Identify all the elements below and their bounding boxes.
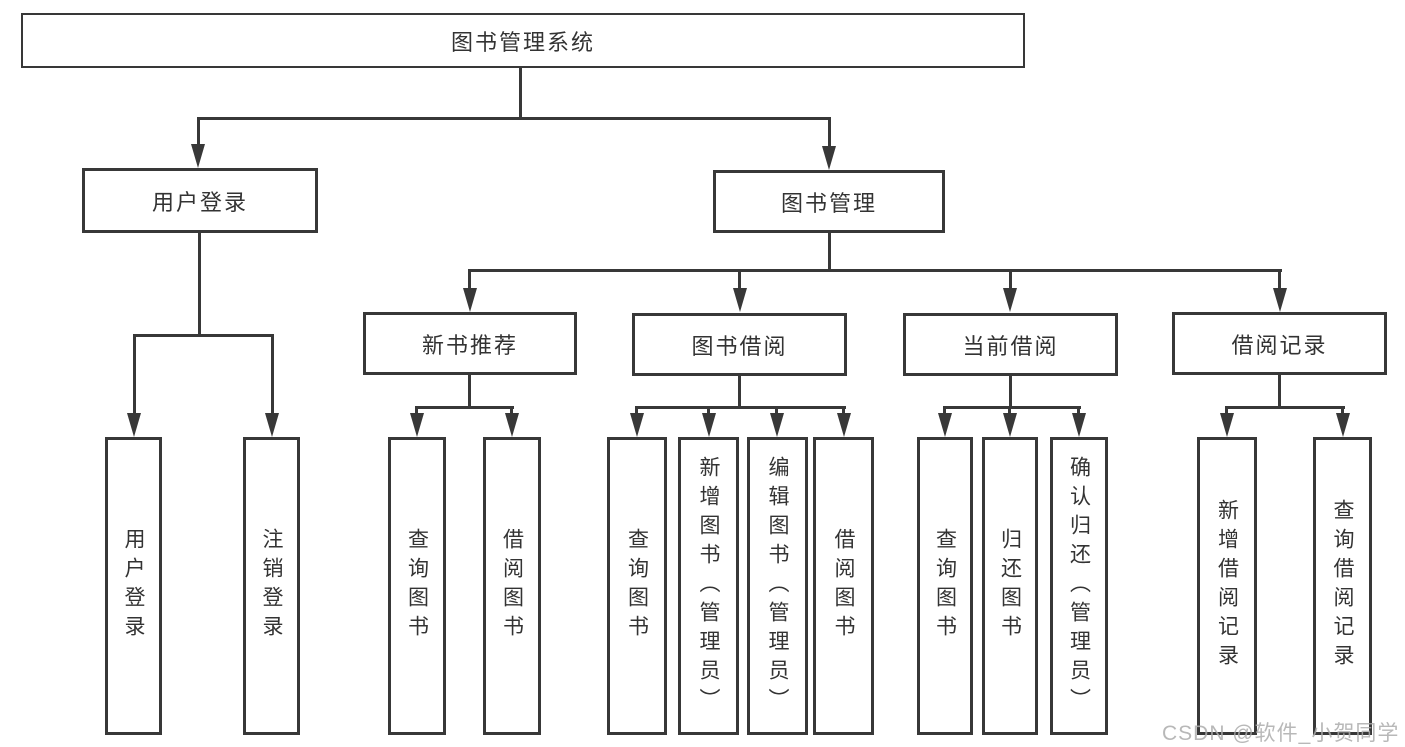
connector-drop-user-login [197, 117, 200, 149]
connector-drop-borrow1 [510, 406, 513, 418]
node-borrowing-records: 借阅记录 [1172, 312, 1387, 375]
node-leaf-query-borrow-record: 查询借阅记录 [1313, 437, 1372, 735]
connector-newbooks-bus [415, 406, 514, 409]
node-label: 图书管理 [780, 190, 877, 216]
connector-level2-bus [197, 117, 831, 120]
arrowhead-queryrec [1336, 413, 1350, 437]
connector-drop-addrec [1225, 406, 1228, 418]
connector-mgmt-stem [828, 233, 831, 272]
node-label: 查询图书 [405, 528, 429, 644]
connector-newbooks-stem [468, 375, 471, 409]
connector-current-bus [943, 406, 1081, 409]
node-label: 用户登录 [122, 528, 145, 644]
node-leaf-query-books-3: 查询图书 [917, 437, 973, 735]
node-label: 图书管理系统 [450, 29, 595, 55]
node-user-login-group: 用户登录 [82, 168, 318, 233]
node-label: 借阅图书 [500, 528, 524, 644]
node-label: 归还图书 [998, 528, 1022, 644]
arrowhead-book-mgmt [822, 146, 836, 170]
connector-drop-query3 [943, 406, 946, 418]
connector-drop-query2 [635, 406, 638, 418]
connector-drop-edit-books [775, 406, 778, 418]
csdn-watermark: CSDN @软件_小贺同学 [1162, 722, 1400, 745]
arrowhead-return [1003, 413, 1017, 437]
node-label: 图书借阅 [691, 333, 788, 359]
arrowhead-leaf-user-login [127, 413, 141, 437]
node-new-book-recommend: 新书推荐 [363, 312, 577, 375]
connector-level3-bus [468, 269, 1282, 272]
node-label: 借阅记录 [1231, 332, 1328, 358]
node-current-borrowing: 当前借阅 [903, 313, 1118, 376]
arrowhead-current [1003, 288, 1017, 312]
node-label: 新增借阅记录 [1215, 499, 1239, 673]
arrowhead-borrowing [733, 288, 747, 312]
node-leaf-confirm-return-admin: 确认归还（管理员） [1050, 437, 1108, 735]
node-label: 查询借阅记录 [1331, 499, 1354, 673]
node-label: 编辑图书（管理员） [766, 455, 789, 717]
connector-drop-queryrec [1341, 406, 1344, 418]
node-book-borrowing: 图书借阅 [632, 313, 847, 376]
node-label: 借阅图书 [832, 528, 855, 644]
connector-drop-borrow2 [842, 406, 845, 418]
node-label: 当前借阅 [962, 333, 1059, 359]
connector-current-stem [1009, 376, 1012, 409]
connector-drop-leaf-user-login [133, 334, 136, 415]
arrowhead-user-login [191, 144, 205, 168]
node-leaf-query-books-1: 查询图书 [388, 437, 446, 735]
node-label: 新增图书（管理员） [697, 455, 720, 717]
node-leaf-edit-books-admin: 编辑图书（管理员） [747, 437, 808, 735]
node-label: 查询图书 [625, 528, 649, 644]
connector-drop-current [1009, 269, 1012, 291]
connector-drop-confirm [1077, 406, 1080, 418]
connector-drop-leaf-logout [271, 334, 274, 415]
connector-drop-records [1278, 269, 1281, 291]
connector-drop-return [1008, 406, 1011, 418]
connector-root-stem [519, 68, 522, 119]
arrowhead-borrow1 [505, 413, 519, 437]
connector-records-stem [1278, 375, 1281, 409]
arrowhead-new-books [463, 288, 477, 312]
connector-drop-new-books [468, 269, 471, 291]
connector-login-stem [198, 233, 201, 336]
connector-borrowing-bus [635, 406, 846, 409]
arrowhead-query1 [410, 413, 424, 437]
connector-drop-query1 [415, 406, 418, 418]
node-library-management-system: 图书管理系统 [21, 13, 1025, 68]
arrowhead-edit-books [770, 413, 784, 437]
node-label: 用户登录 [151, 189, 248, 215]
arrowhead-query3 [938, 413, 952, 437]
arrowhead-confirm [1072, 413, 1086, 437]
node-leaf-add-books-admin: 新增图书（管理员） [678, 437, 739, 735]
node-book-management: 图书管理 [713, 170, 945, 233]
connector-drop-book-mgmt [828, 117, 831, 149]
node-label: 注销登录 [260, 528, 283, 644]
arrowhead-borrow2 [837, 413, 851, 437]
node-label: 新书推荐 [421, 332, 518, 358]
arrowhead-addrec [1220, 413, 1234, 437]
connector-login-bus [133, 334, 273, 337]
arrowhead-records [1273, 288, 1287, 312]
connector-drop-add-books [707, 406, 710, 418]
connector-borrowing-stem [738, 376, 741, 409]
node-leaf-borrow-books-1: 借阅图书 [483, 437, 541, 735]
node-leaf-logout: 注销登录 [243, 437, 300, 735]
arrowhead-add-books [702, 413, 716, 437]
node-leaf-add-borrow-record: 新增借阅记录 [1197, 437, 1257, 735]
node-label: 查询图书 [933, 528, 957, 644]
arrowhead-leaf-logout [265, 413, 279, 437]
node-leaf-borrow-books-2: 借阅图书 [813, 437, 874, 735]
connector-drop-borrowing [738, 269, 741, 291]
node-leaf-return-books: 归还图书 [982, 437, 1038, 735]
node-leaf-query-books-2: 查询图书 [607, 437, 667, 735]
node-label: 确认归还（管理员） [1067, 455, 1091, 717]
connector-records-bus [1225, 406, 1345, 409]
arrowhead-query2 [630, 413, 644, 437]
node-leaf-user-login: 用户登录 [105, 437, 162, 735]
